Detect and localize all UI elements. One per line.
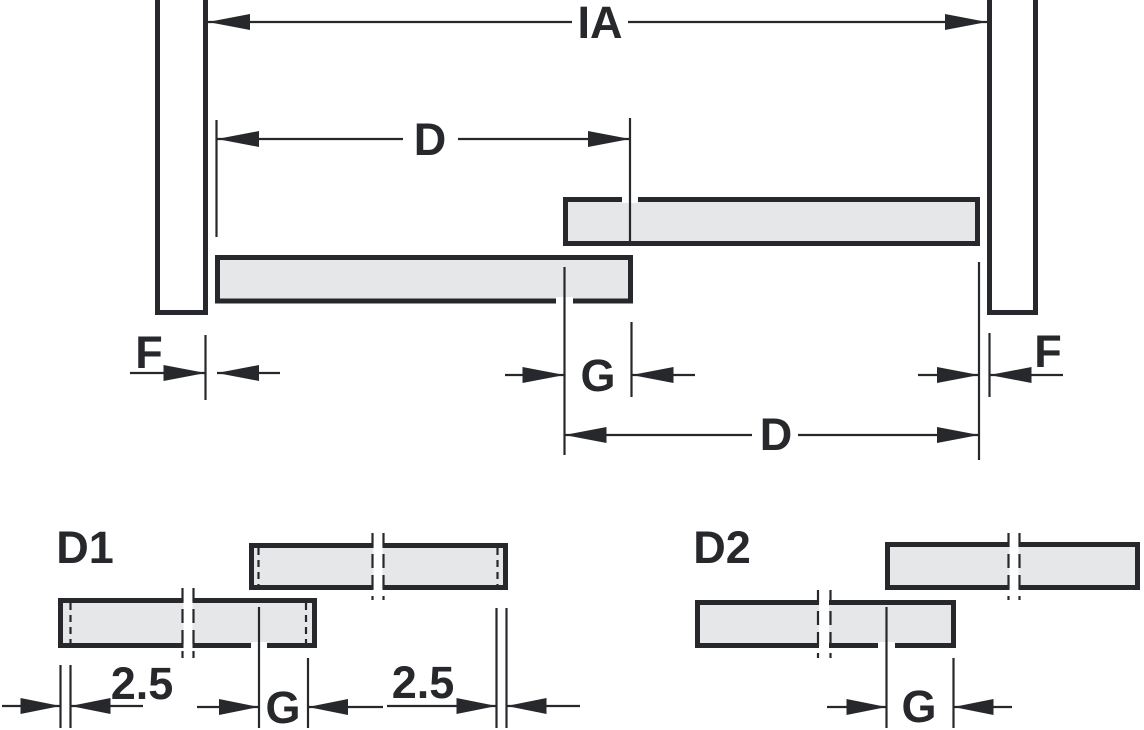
left-rail <box>155 0 208 315</box>
dim-g-d1: G <box>197 682 383 730</box>
arrowhead-right-icon <box>588 131 630 147</box>
dim-g-overview-label: G <box>580 350 615 401</box>
arrowhead-right-icon <box>945 14 987 30</box>
dim-2-5-left-label: 2.5 <box>111 658 174 709</box>
dim-f-left: F <box>130 327 280 381</box>
arrowhead-right-icon <box>163 365 206 381</box>
arrowhead-left-icon <box>631 367 674 383</box>
overview-section: IA D D F <box>130 0 1063 460</box>
dim-g-d2: G <box>827 681 1012 730</box>
arrowhead-left-icon <box>506 698 547 714</box>
dim-g-overview: G <box>505 350 695 401</box>
arrowhead-right-icon <box>937 367 979 383</box>
arrowhead-right-icon <box>456 698 497 714</box>
dim-d-lower-label: D <box>760 409 793 460</box>
arrowhead-left-icon <box>217 131 259 147</box>
dim-2-5-right-label: 2.5 <box>392 657 455 708</box>
door-panel-right <box>563 197 980 246</box>
arrowhead-left-icon <box>208 14 250 30</box>
dim-ia: IA <box>208 0 987 48</box>
dim-2-5-left: 2.5 <box>2 658 173 714</box>
dim-ia-label: IA <box>578 0 623 48</box>
detail-view-d1: D1 <box>2 522 580 730</box>
arrowhead-left-icon <box>70 698 111 714</box>
arrowhead-left-icon <box>564 427 607 443</box>
dim-d-upper: D <box>217 114 630 165</box>
extension-lines <box>204 118 991 460</box>
d1-offset-dashed-lines <box>69 548 499 645</box>
dim-g-d2-label: G <box>901 681 936 730</box>
arrowhead-right-icon <box>219 699 259 715</box>
dim-d-upper-label: D <box>414 114 447 165</box>
arrowhead-left-icon <box>308 699 348 715</box>
dim-2-5-right: 2.5 <box>387 657 580 714</box>
arrowhead-left-icon <box>217 365 259 381</box>
arrowhead-left-icon <box>989 367 1032 383</box>
right-rail <box>987 0 1038 315</box>
detail-d2-title: D2 <box>693 522 751 573</box>
detail-d1-title: D1 <box>56 522 114 573</box>
dim-f-left-label: F <box>135 327 163 378</box>
dim-f-right-label: F <box>1034 326 1062 377</box>
dim-f-right: F <box>918 326 1063 383</box>
dim-d-lower: D <box>564 409 979 460</box>
arrowhead-right-icon <box>522 367 565 383</box>
arrowhead-left-icon <box>953 699 994 715</box>
d2-break-symbols <box>816 533 1021 658</box>
arrowhead-right-icon <box>937 427 979 443</box>
arrowhead-right-icon <box>20 698 61 714</box>
dim-g-d1-label: G <box>265 682 300 730</box>
arrowhead-right-icon <box>846 699 887 715</box>
detail-view-d2: D2 G <box>693 522 1140 730</box>
d1-break-symbols <box>181 533 385 658</box>
door-panel-left <box>215 255 633 304</box>
